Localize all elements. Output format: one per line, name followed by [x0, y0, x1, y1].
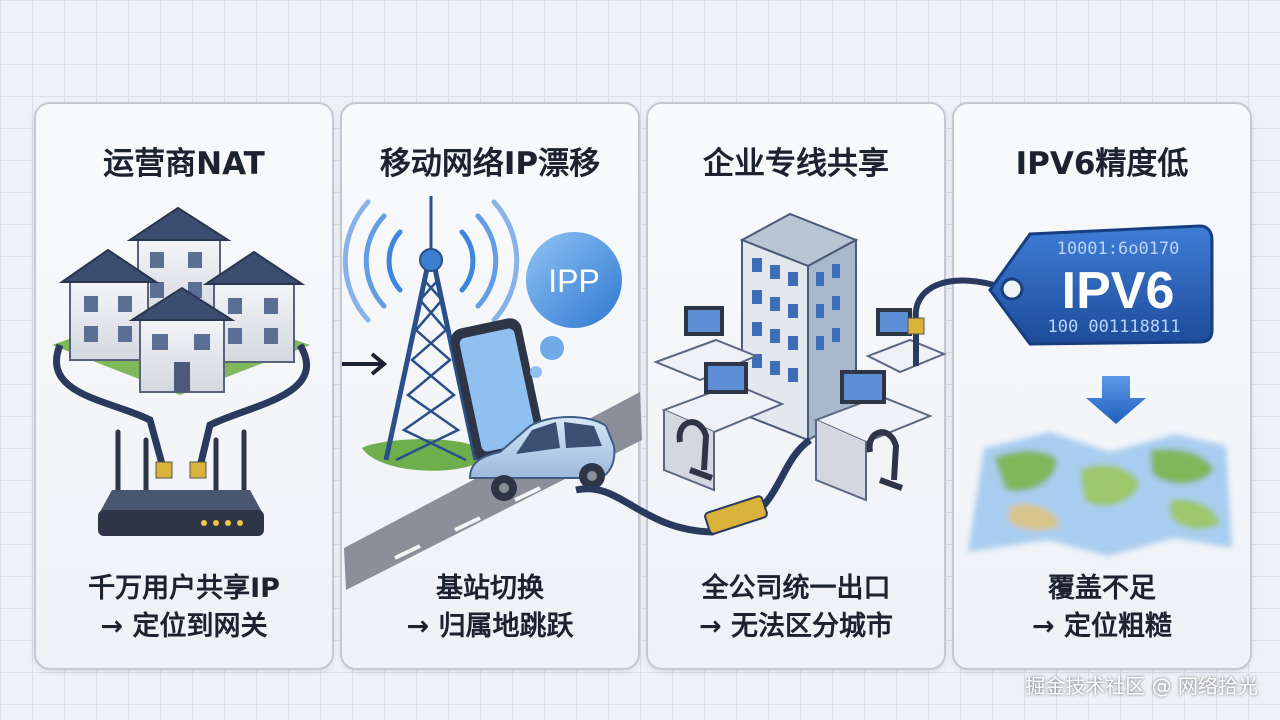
- caption-line-1: 全公司统一出口: [701, 573, 891, 604]
- caption-line-1: 千万用户共享IP: [88, 573, 280, 604]
- caption-line-2: → 无法区分城市: [698, 611, 894, 642]
- caption-line-1: 基站切换: [436, 573, 544, 604]
- panel-caption: 千万用户共享IP → 定位到网关: [36, 570, 332, 646]
- panel-enterprise-line: 企业专线共享 全公司统一出口 → 无法区分城市: [646, 102, 946, 670]
- caption-line-2: → 定位粗糙: [1031, 611, 1173, 642]
- panel-mobile-ip-drift: 移动网络IP漂移 基站切换 → 归属地跳跃: [340, 102, 640, 670]
- panel-caption: 全公司统一出口 → 无法区分城市: [648, 570, 944, 646]
- panel-ipv6-precision: IPV6精度低 覆盖不足 → 定位粗糙: [952, 102, 1252, 670]
- panel-title: 运营商NAT: [103, 146, 265, 182]
- caption-line-1: 覆盖不足: [1048, 573, 1156, 604]
- panel-caption: 覆盖不足 → 定位粗糙: [954, 570, 1250, 646]
- panel-carrier-nat: 运营商NAT 千万用户共享IP → 定位到网关: [34, 102, 334, 670]
- panel-title: 企业专线共享: [703, 146, 889, 182]
- panel-caption: 基站切换 → 归属地跳跃: [342, 570, 638, 646]
- caption-line-2: → 定位到网关: [100, 611, 268, 642]
- caption-line-2: → 归属地跳跃: [406, 611, 574, 642]
- panel-title: 移动网络IP漂移: [379, 146, 601, 182]
- panel-title: IPV6精度低: [1015, 146, 1189, 182]
- watermark: 掘金技术社区 @ 网络拾光: [1025, 674, 1258, 698]
